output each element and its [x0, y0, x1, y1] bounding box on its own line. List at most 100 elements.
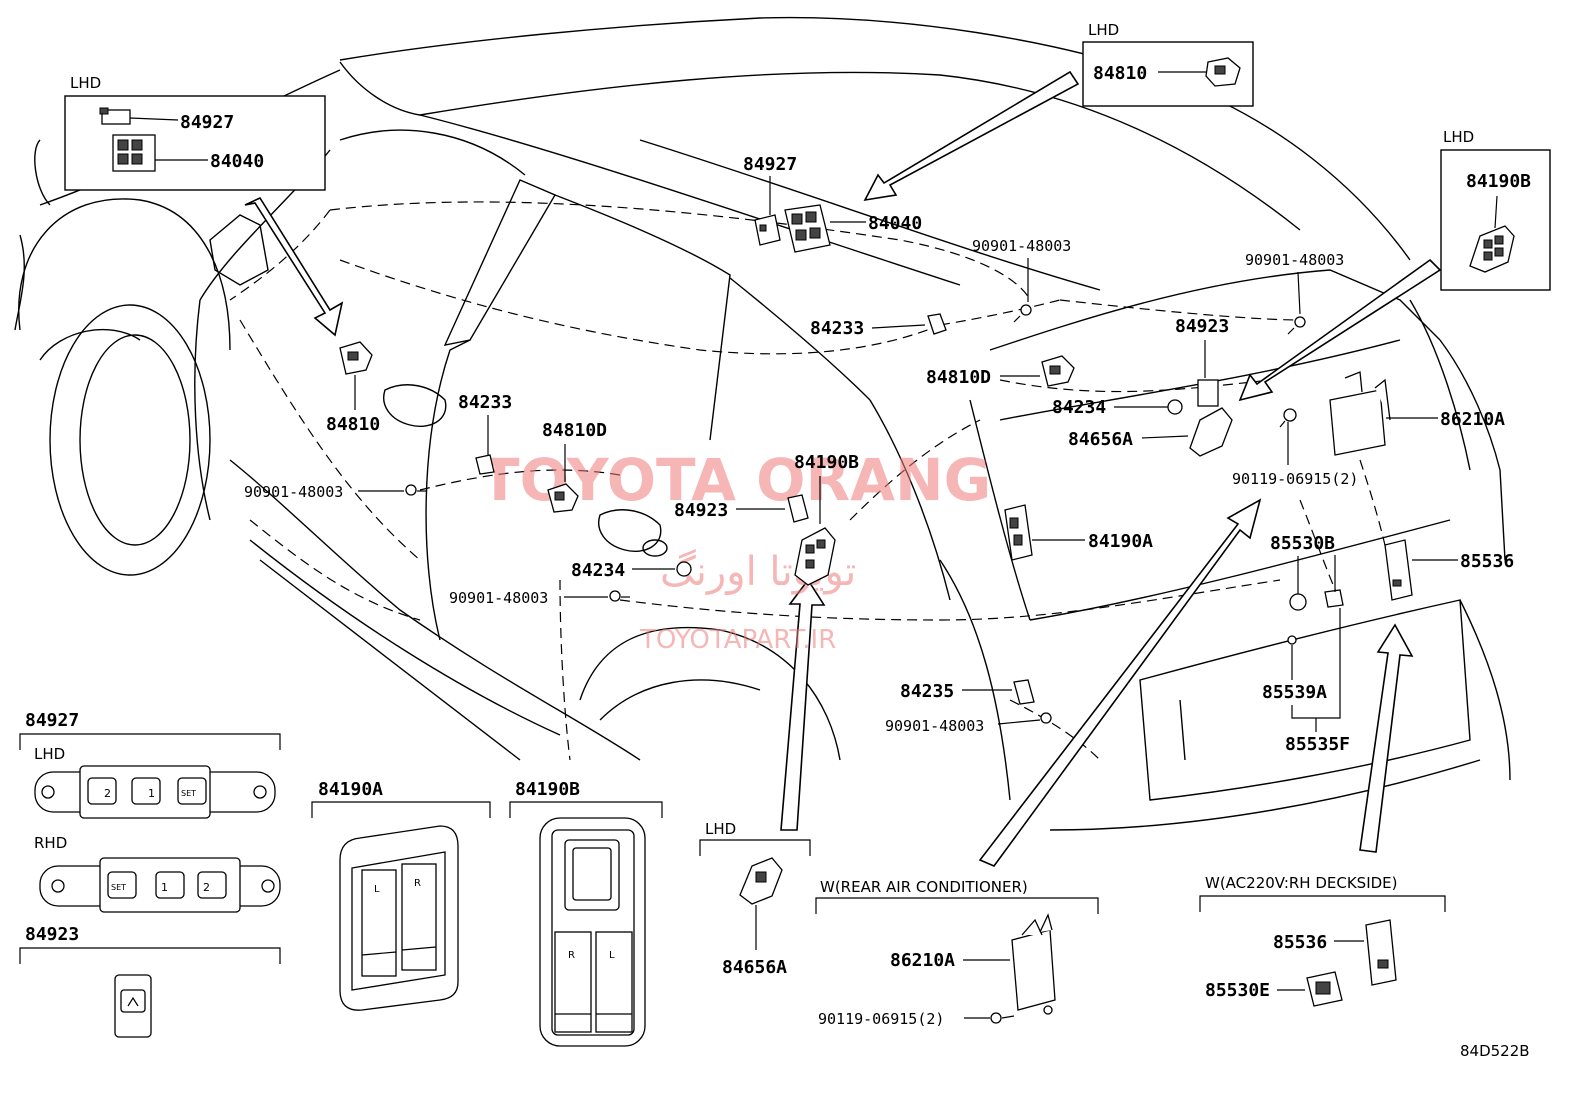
screw-90901-left-icon [405, 484, 426, 496]
clip-84233-left-icon [475, 454, 495, 475]
label-85539a[interactable]: 85539A [1262, 682, 1327, 703]
label-90901-left[interactable]: 90901-48003 [244, 483, 343, 501]
set-button-lhd[interactable] [177, 777, 207, 805]
label-84190b-inset[interactable]: 84190B [1466, 171, 1531, 192]
detail-84190a: 84190A L R [311, 779, 491, 1011]
power-window-switch-84190a: L R [339, 825, 459, 1011]
switch-84810-inset-icon [1205, 57, 1241, 87]
window-switch-left-84190a[interactable] [361, 869, 397, 977]
label-84235[interactable]: 84235 [900, 681, 954, 702]
detail-84656a-lhd: LHD [705, 820, 736, 838]
clip-84233-top-icon [927, 313, 947, 335]
clip-84234-mid-icon [676, 561, 692, 577]
ecu-86210a-right-icon [1329, 371, 1391, 456]
detail-rear-ac-bolt[interactable]: 90119-06915(2) [818, 1010, 944, 1028]
label-84656a-right[interactable]: 84656A [1068, 429, 1133, 450]
screw-90901-bottom-icon [1040, 712, 1052, 724]
label-84190a-right[interactable]: 84190A [1088, 531, 1153, 552]
inset-top-lhd-label: LHD [1088, 21, 1119, 39]
detail-84190a-title[interactable]: 84190A [318, 779, 383, 800]
detail-rear-ac-part[interactable]: 86210A [890, 950, 955, 971]
label-84190b-mid[interactable]: 84190B [794, 452, 859, 473]
detail-ac220-part2[interactable]: 85530E [1205, 980, 1270, 1001]
pointer-arrows [244, 70, 1442, 867]
label-90901-mid[interactable]: 90901-48003 [449, 589, 548, 607]
seat-1-text-rhd: 1 [161, 881, 168, 894]
detail-84923: 84923 [19, 924, 281, 1038]
screw-90901-mid-icon [609, 590, 630, 602]
detail-84927-title[interactable]: 84927 [25, 710, 79, 731]
label-84927-inset[interactable]: 84927 [180, 112, 234, 133]
switch-84040-inset-icon [112, 134, 156, 172]
seat-memory-switch-rhd: SET 1 2 [39, 857, 281, 913]
set-button-rhd[interactable] [107, 871, 137, 899]
watermark: TOYOTA ORANG تویوتا اورنگ TOYOTAPART.IR [480, 446, 991, 655]
switch-84810-left-icon [339, 341, 373, 375]
label-84234-mid[interactable]: 84234 [571, 560, 625, 581]
socket-85530e-detail-icon [1306, 971, 1343, 1007]
switch-84810d-right-icon [1041, 355, 1075, 387]
bezel-84656a-right-icon [1189, 407, 1233, 457]
label-84923-mid[interactable]: 84923 [674, 500, 728, 521]
inset-lhd-top: LHD 84810 [1082, 21, 1254, 107]
window-switch-right-84190a[interactable] [401, 863, 437, 971]
label-90901-top[interactable]: 90901-48003 [972, 237, 1071, 255]
arrow-to-84656a [1238, 258, 1442, 402]
watermark-site: TOYOTAPART.IR [639, 625, 836, 655]
outlet-85536-right-icon [1384, 539, 1413, 601]
set-text-lhd: SET [181, 789, 196, 798]
seat-2-text-lhd: 2 [104, 787, 111, 800]
seat-2-button-lhd[interactable] [87, 777, 117, 805]
detail-84656a-part[interactable]: 84656A [722, 957, 787, 978]
label-85535f[interactable]: 85535F [1285, 734, 1350, 755]
switch-84190b-inset-icon [1469, 225, 1515, 273]
label-84927-main[interactable]: 84927 [743, 154, 797, 175]
label-85536-right[interactable]: 85536 [1460, 551, 1514, 572]
label-84233-top[interactable]: 84233 [810, 318, 864, 339]
label-86210a-right[interactable]: 86210A [1440, 409, 1505, 430]
bolt-90119-detail-icon [990, 1012, 1015, 1024]
window-switch-rear-84190b[interactable] [554, 931, 592, 1033]
label-90901-bottom[interactable]: 90901-48003 [885, 717, 984, 735]
clip-84234-right-icon [1167, 399, 1183, 415]
label-84040-inset[interactable]: 84040 [210, 151, 264, 172]
label-85530b[interactable]: 85530B [1270, 533, 1335, 554]
seat-heater-switch-icon [114, 974, 152, 1038]
switch-84190b-mid-icon [794, 527, 836, 586]
label-84810d-right[interactable]: 84810D [926, 367, 991, 388]
label-84810d-left[interactable]: 84810D [542, 420, 607, 441]
seat-2-button-rhd[interactable] [197, 871, 227, 899]
label-84233-left[interactable]: 84233 [458, 392, 512, 413]
detail-84923-title[interactable]: 84923 [25, 924, 79, 945]
detail-84190a-left-label: L [374, 884, 380, 895]
bolt-90119-right-icon [1279, 408, 1297, 428]
seat-1-button-rhd[interactable] [155, 871, 185, 899]
arrow-to-84040-main [863, 70, 1080, 202]
switch-84927-inset-icon [99, 107, 131, 125]
arrow-to-86210a [978, 498, 1262, 867]
inset-lhd-right: LHD 84190B [1440, 128, 1551, 291]
detail-84190b-right-label: L [609, 950, 615, 961]
detail-ac220-part1[interactable]: 85536 [1273, 932, 1327, 953]
detail-84190b-title[interactable]: 84190B [515, 779, 580, 800]
label-84040-main[interactable]: 84040 [868, 213, 922, 234]
detail-84190b: 84190B R L [509, 779, 663, 1047]
clip-84235-icon [1013, 679, 1035, 705]
seat-1-button-lhd[interactable] [131, 777, 161, 805]
label-84810-left[interactable]: 84810 [326, 414, 380, 435]
window-switch-left-84190b[interactable] [595, 931, 633, 1033]
detail-84927-lhd: LHD [34, 745, 65, 763]
inset-lhd-left: LHD 84927 84040 [64, 74, 326, 191]
label-84810-inset[interactable]: 84810 [1093, 63, 1147, 84]
label-84234-right[interactable]: 84234 [1052, 397, 1106, 418]
label-90119-right[interactable]: 90119-06915(2) [1232, 470, 1358, 488]
label-90901-right[interactable]: 90901-48003 [1245, 251, 1344, 269]
label-84923-right[interactable]: 84923 [1175, 316, 1229, 337]
seat-1-text-lhd: 1 [148, 787, 155, 800]
detail-84190b-left-label: R [568, 950, 575, 961]
detail-rear-ac: W(REAR AIR CONDITIONER) 86210A 90119-069… [815, 878, 1099, 1028]
switch-84923-mid-icon [787, 494, 809, 523]
screw-90901-top-icon [1013, 304, 1032, 323]
arrow-to-84810-left [244, 196, 344, 337]
